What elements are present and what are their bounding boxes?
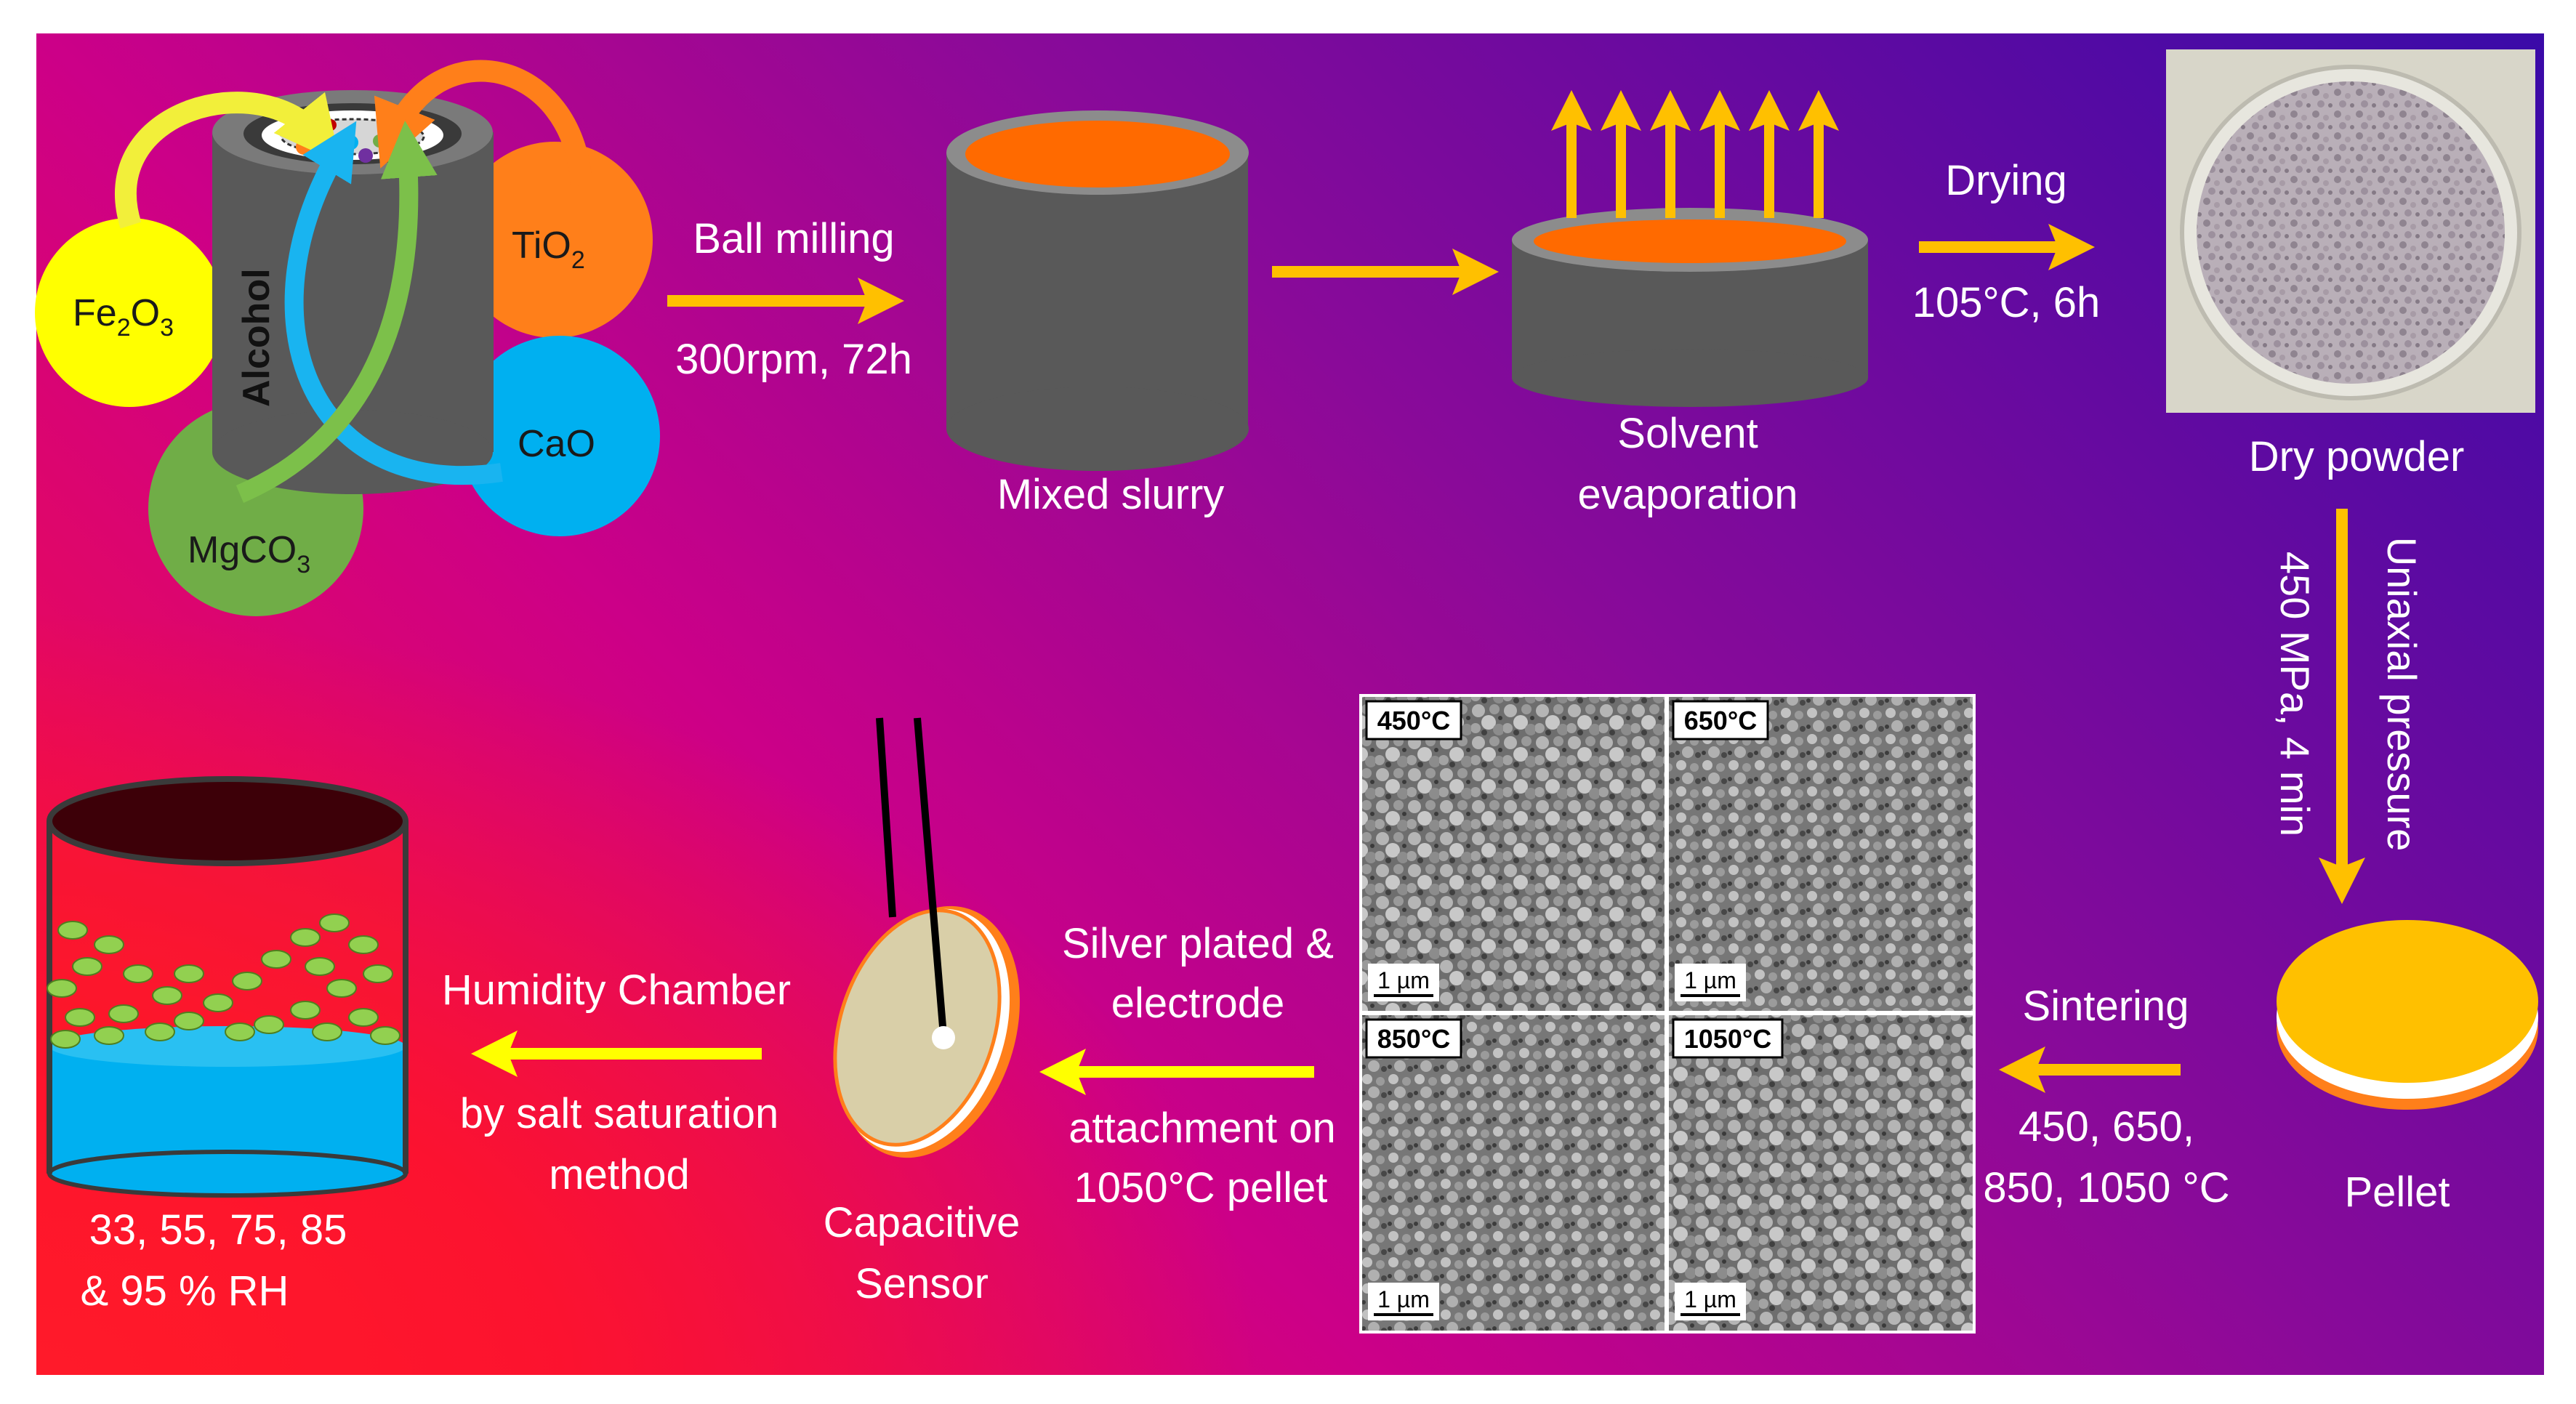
tio2-circle <box>456 142 653 338</box>
uniaxial-label: Uniaxial pressure <box>2379 537 2425 852</box>
humidity-chamber-label-2: by salt saturation <box>460 1090 778 1137</box>
pellet-disc <box>2277 920 2538 1110</box>
fe2o3-circle <box>35 218 224 407</box>
ball-milling-label: Ball milling <box>693 215 894 262</box>
humidity-chamber-label-1: Humidity Chamber <box>442 967 791 1014</box>
sem-grid: 450°C 650°C 850°C 1050°C 1 µm 1 µm 1 µm … <box>1359 694 1976 1334</box>
chamber-lid <box>47 776 408 866</box>
solvent-evaporation-label-1: Solvent <box>1617 410 1758 457</box>
sintering-label: Sintering <box>2023 983 2189 1030</box>
tio2-label: TiO2 <box>512 225 585 274</box>
uniaxial-params: 450 MPa, 4 min <box>2272 552 2318 836</box>
cao-label: CaO <box>518 423 595 465</box>
fe2o3-label: Fe2O3 <box>73 292 174 342</box>
cao-transfer-arrow <box>284 121 503 485</box>
tio2-transfer-arrow <box>374 60 592 187</box>
humidity-chamber <box>47 776 408 1198</box>
sem-panel-450 <box>1362 697 1665 1011</box>
mixed-slurry-cylinder <box>946 110 1249 471</box>
rh-values-line1: 33, 55, 75, 85 <box>89 1206 347 1254</box>
attachment-label-1: attachment on <box>1068 1105 1336 1152</box>
electrode-wire-2 <box>914 717 947 1036</box>
mgco3-transfer-arrow <box>236 121 438 503</box>
sem-label-1050: 1050°C <box>1684 1024 1771 1054</box>
rh-values-line2: & 95 % RH <box>81 1267 289 1315</box>
drying-params: 105°C, 6h <box>1912 279 2101 326</box>
sintering-params-2: 850, 1050 °C <box>1983 1164 2229 1211</box>
humidity-chamber-label-3: method <box>549 1151 689 1198</box>
capacitive-sensor <box>833 717 1020 1158</box>
fe2o3-transfer-arrow <box>115 92 341 229</box>
cao-circle <box>459 336 660 536</box>
silver-plated-label-2: electrode <box>1111 980 1285 1027</box>
sem-label-450: 450°C <box>1377 706 1450 735</box>
pellet-label: Pellet <box>2344 1169 2450 1216</box>
electrode-wire-1 <box>876 717 896 918</box>
drying-label: Drying <box>1945 157 2067 204</box>
ball-milling-params: 300rpm, 72h <box>675 336 912 383</box>
sem-scale-1050: 1 µm <box>1684 1286 1736 1312</box>
sem-scale-450: 1 µm <box>1377 967 1430 993</box>
sem-scale-650: 1 µm <box>1684 967 1736 993</box>
sintering-params-1: 450, 650, <box>2018 1103 2194 1150</box>
attachment-label-2: 1050°C pellet <box>1074 1164 1328 1211</box>
capacitive-sensor-label-1: Capacitive <box>824 1199 1021 1246</box>
dry-powder-photo <box>2166 49 2535 413</box>
silver-plated-label-1: Silver plated & <box>1062 920 1334 967</box>
reagent-group: Fe2O3 TiO2 CaO MgCO3 Alcohol <box>35 60 660 616</box>
mixed-slurry-label: Mixed slurry <box>997 471 1225 518</box>
capacitive-sensor-label-2: Sensor <box>855 1260 989 1307</box>
sem-label-650: 650°C <box>1684 706 1757 735</box>
electrode-contact <box>932 1026 955 1049</box>
sem-panel-650 <box>1669 697 1973 1011</box>
sem-scale-850: 1 µm <box>1377 1286 1430 1312</box>
solvent-evaporation-label-2: evaporation <box>1577 471 1798 518</box>
evaporation-dish <box>1512 90 1868 407</box>
sem-panel-850 <box>1362 1015 1665 1331</box>
sensor-beads <box>47 913 401 1049</box>
sem-label-850: 850°C <box>1377 1024 1450 1054</box>
sem-panel-1050 <box>1669 1015 1973 1331</box>
alcohol-label: Alcohol <box>236 268 278 407</box>
mgco3-label: MgCO3 <box>188 529 310 578</box>
dry-powder-label: Dry powder <box>2249 433 2465 480</box>
